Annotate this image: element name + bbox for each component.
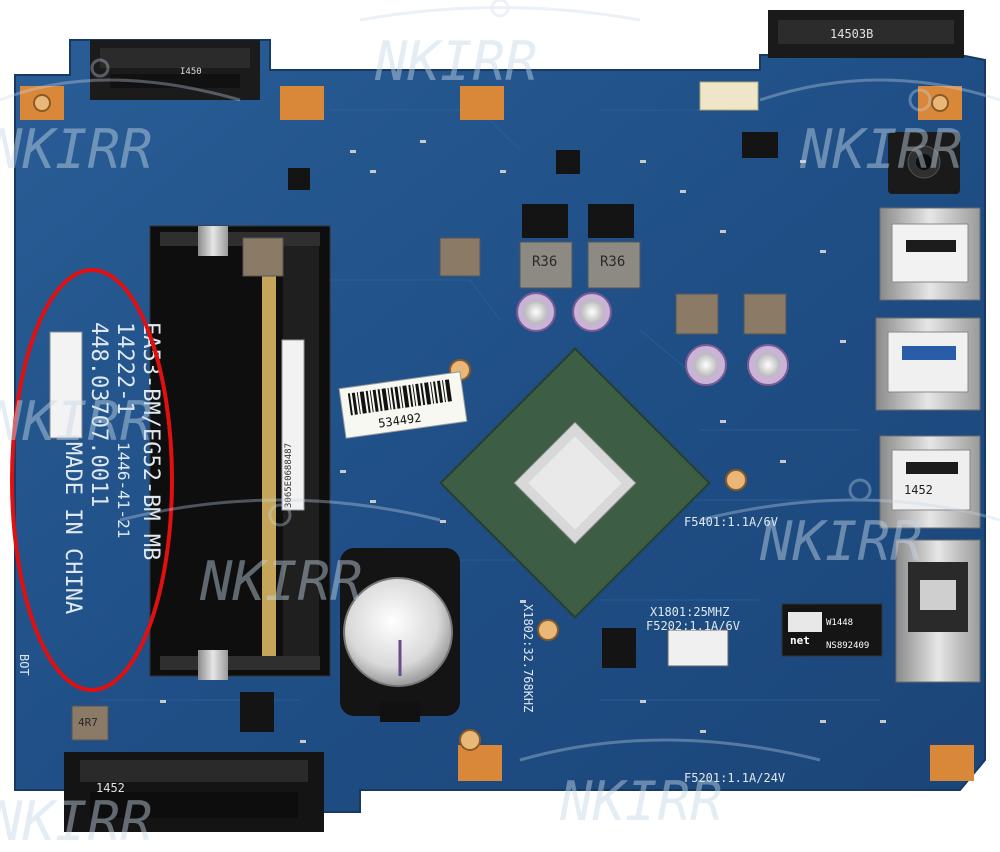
board-side-label: BOT (17, 654, 31, 676)
inductor-r47: 4R7 (78, 716, 98, 729)
usb-port-2 (875, 317, 981, 411)
board-serial: 448.03707.0011 (86, 322, 111, 507)
watermark-mid-left: NKIRR (199, 550, 363, 613)
lan-chip-brand: net (790, 634, 810, 647)
bottom-sata-label: 1452 (96, 781, 125, 795)
usb-c-port (879, 435, 981, 529)
annotation-ellipse (10, 268, 174, 692)
fuse-5401-label: F5401:1.1A/6V (684, 515, 778, 529)
usb-c-label: 1452 (904, 483, 933, 497)
top-sata-connector (90, 40, 260, 100)
fpc-connector (49, 331, 83, 439)
sticker-number: 534492 (377, 411, 422, 431)
crystal-1801-label: X1801:25MHZ (650, 605, 729, 619)
watermark-edge-left: NKIRR (0, 390, 153, 453)
cmos-battery (340, 548, 460, 722)
lan-chip-code: W1448 (826, 618, 853, 628)
inductor-r36-b: R36 (600, 254, 625, 270)
board-date-code: 1446-41-21 (114, 442, 133, 538)
watermark-bottom: NKIRR (559, 770, 723, 833)
inductor-r36-a: R36 (532, 254, 557, 270)
watermark-top: NKIRR (374, 30, 538, 93)
capacitors (516, 292, 789, 386)
ethernet-port (895, 539, 981, 683)
wlan-label: 14503B (830, 27, 873, 41)
watermark-right: NKIRR (799, 118, 963, 181)
crystal-1802-label: X1802:32.768KHZ (521, 604, 535, 712)
watermark-bottom-left: NKIRR (0, 790, 153, 852)
barcode-sticker: 534492 (338, 371, 468, 439)
watermark-layer (0, 0, 1000, 762)
bottom-sata-connector (64, 752, 324, 832)
wlan-connector (768, 10, 964, 58)
smd-components (160, 140, 886, 743)
board-origin: MADE IN CHINA (60, 442, 85, 614)
mosfets (240, 132, 778, 732)
silkscreen-block: EA53-BM/EG52-BM MB 14222-1 1446-41-21 44… (60, 322, 163, 614)
fuse-5201-label: F5201:1.1A/24V (684, 771, 785, 785)
mounting-pads (20, 86, 974, 781)
top-sata-label: I450 (180, 67, 202, 77)
watermark-texts: NKIRR NKIRR NKIRR NKIRR NKIRR NKIRR NKIR… (0, 30, 963, 852)
inductors (71, 237, 787, 741)
fuse-5202-label: F5202:1.1A/6V (646, 619, 740, 633)
lan-chip-part: NS892409 (826, 641, 869, 651)
ram-label: 3065E0688487 (284, 443, 294, 508)
board-part: 14222-1 (112, 322, 137, 415)
audio-jack (888, 132, 960, 194)
lan-chip (781, 603, 883, 657)
cpu-chip (439, 347, 711, 619)
fan-connector (699, 81, 759, 111)
watermark-left: NKIRR (0, 118, 153, 181)
usb-port-1 (879, 207, 981, 301)
ram-slot (149, 225, 331, 680)
watermark-mid-right: NKIRR (759, 510, 923, 573)
